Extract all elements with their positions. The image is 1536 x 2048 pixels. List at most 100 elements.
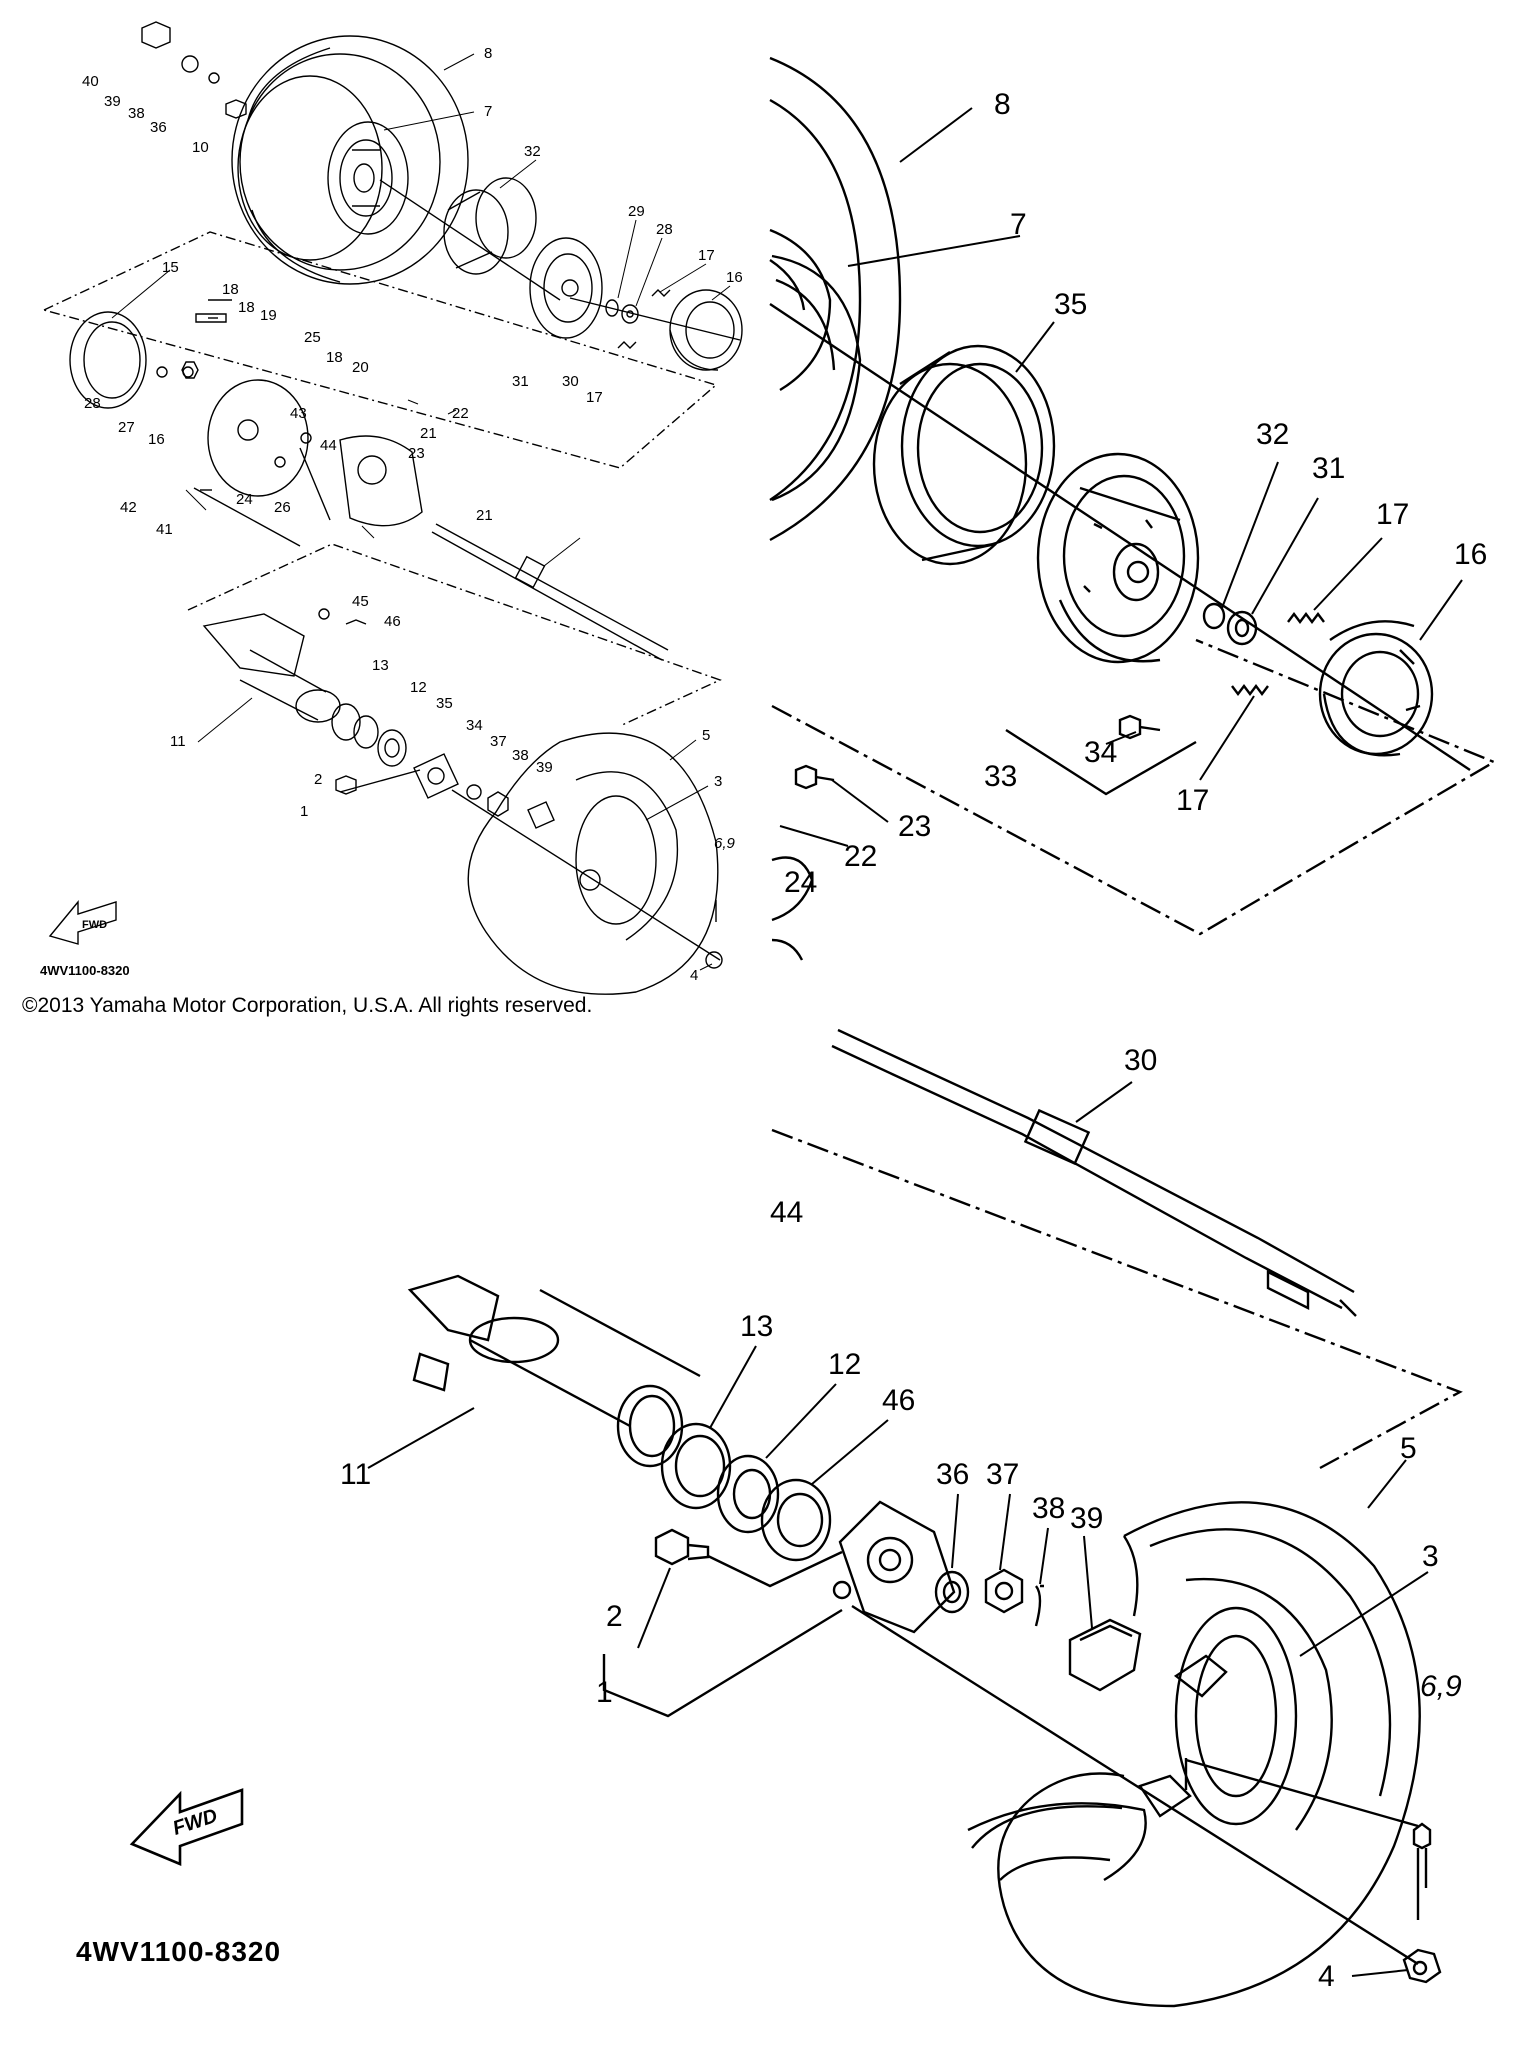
ov-fwd-text: FWD [82, 919, 107, 931]
overview-brake-panel [181, 299, 309, 497]
callout-3: 3 [1422, 1540, 1439, 1573]
overview-brake-parts [569, 289, 743, 371]
bracket-axle [771, 1128, 1463, 1470]
seal-46 [760, 1478, 832, 1562]
overview-bearings [331, 703, 407, 767]
ov-callout: 29 [628, 203, 645, 220]
bearing-13 [660, 1422, 732, 1510]
hub-1 [832, 1500, 956, 1634]
overview-rim [327, 121, 409, 235]
ring-32 [1202, 602, 1226, 630]
callout-2: 2 [606, 1600, 623, 1633]
callout-6-9: 6,9 [1420, 1670, 1462, 1703]
ov-callout: 17 [586, 389, 603, 406]
spring-17-upper [1287, 612, 1325, 624]
callout-34: 34 [1084, 736, 1117, 769]
ov-callout: 28 [656, 221, 673, 238]
ov-callout: 21 [420, 425, 437, 442]
ov-callout: 24 [236, 491, 253, 508]
ov-callout: 11 [170, 733, 186, 750]
bracket-stud [1185, 1758, 1419, 1828]
ov-callout: 1 [300, 803, 308, 820]
callout-32: 32 [1256, 418, 1289, 451]
ov-callout: 27 [118, 419, 135, 436]
shoe-16 [1318, 620, 1434, 757]
callout-5: 5 [1400, 1432, 1417, 1465]
callout-4: 4 [1318, 1960, 1335, 1993]
callout-8: 8 [994, 88, 1011, 121]
nut-4 [1402, 1948, 1442, 1984]
ov-callout: 6,9 [714, 835, 736, 852]
axle-housing-11 [407, 1274, 701, 1468]
callout-39: 39 [1070, 1502, 1103, 1535]
fwd-arrow [129, 1788, 244, 1866]
ov-callout: 30 [562, 373, 579, 390]
callout-38: 38 [1032, 1492, 1065, 1525]
ov-callout: 46 [384, 613, 401, 630]
housing-partial [771, 856, 814, 961]
ov-callout: 42 [120, 499, 137, 516]
callout-22: 22 [844, 840, 877, 873]
callout-30: 30 [1124, 1044, 1157, 1077]
brake-drum-33 [1036, 452, 1200, 664]
tire-8 [769, 56, 902, 542]
wheel-5 [967, 1501, 1421, 2008]
ov-callout: 41 [156, 521, 173, 538]
detail-diagram [129, 56, 1497, 2008]
washer-36 [934, 1570, 970, 1614]
callout-35: 35 [1054, 288, 1087, 321]
overview-axle-housing [202, 613, 341, 723]
ov-callout: 4 [690, 967, 698, 984]
ov-callout: 18 [222, 281, 239, 298]
part-code-small: 4WV1100-8320 [40, 963, 130, 978]
overview-brake-drum [379, 179, 603, 339]
pin-38 [1034, 1584, 1044, 1627]
ov-callout: 16 [726, 269, 743, 286]
overview-tire [231, 35, 469, 285]
spring-17-lower [1231, 684, 1269, 696]
ov-callout: 39 [536, 759, 553, 776]
axis-line [769, 303, 1471, 771]
callout-37: 37 [986, 1458, 1019, 1491]
ov-callout: 40 [82, 73, 99, 90]
ov-callout: 36 [150, 119, 167, 136]
ov-callout: 16 [148, 431, 165, 448]
drum-35 [872, 344, 1056, 566]
callout-33: 33 [984, 760, 1017, 793]
callout-1: 1 [596, 1676, 613, 1709]
overview-diagram [43, 21, 743, 995]
ov-callout: 34 [466, 717, 483, 734]
part-code-large: 4WV1100-8320 [76, 1936, 282, 1967]
callout-11: 11 [340, 1458, 371, 1491]
bolt-2 [654, 1528, 710, 1566]
ov-callout: 22 [452, 405, 469, 422]
rim-7 [771, 254, 862, 502]
ov-callout: 15 [162, 259, 179, 276]
callout-16: 16 [1454, 538, 1487, 571]
ov-callout: 8 [484, 45, 492, 62]
ov-callout: 3 [714, 773, 722, 790]
ov-callout: 39 [104, 93, 121, 110]
ov-callout: 18 [326, 349, 343, 366]
ov-callout: 5 [702, 727, 710, 744]
ov-callout: 43 [290, 405, 307, 422]
bracket-hub [707, 1550, 843, 1588]
cap-39 [1068, 1618, 1142, 1692]
ov-callout: 21 [476, 507, 493, 524]
callout-13: 13 [740, 1310, 773, 1343]
ov-callout: 20 [352, 359, 369, 376]
overview-drum-35 [443, 177, 537, 275]
ov-callout: 26 [274, 499, 291, 516]
overview-fwd-arrow [48, 900, 117, 945]
overview-labels: 40 39 38 36 10 8 7 32 29 28 17 16 30 31 … [82, 45, 743, 984]
callout-31: 31 [1312, 452, 1345, 485]
ov-callout: 35 [436, 695, 453, 712]
stud-6-9 [1412, 1822, 1432, 1888]
overview-leaders [111, 53, 731, 971]
overview-seal-15 [69, 311, 147, 409]
overview-axle [193, 487, 669, 661]
overview-bracket-brake [43, 231, 718, 469]
ov-callout: 7 [484, 103, 492, 120]
callout-12: 12 [828, 1348, 861, 1381]
